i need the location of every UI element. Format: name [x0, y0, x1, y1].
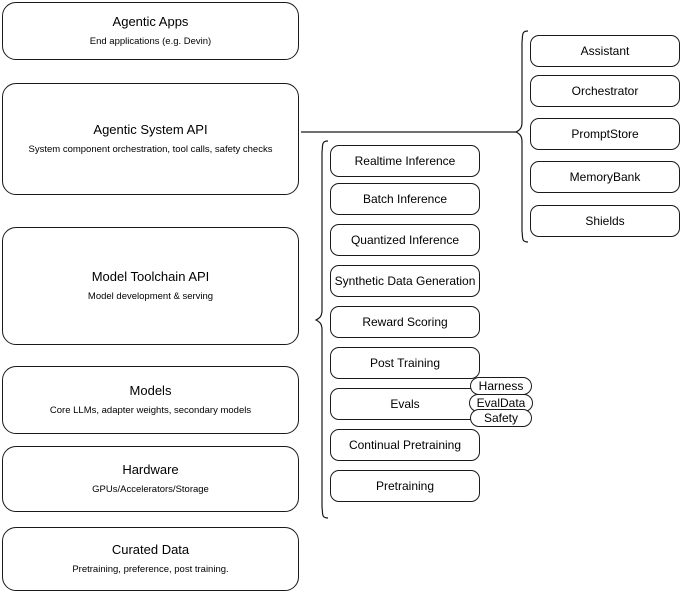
system-item-promptstore[interactable]: PromptStore — [530, 118, 680, 150]
layer-subtitle: Model development & serving — [87, 290, 214, 302]
layer-subtitle: System component orchestration, tool cal… — [28, 143, 273, 155]
layer-title: Agentic Apps — [112, 14, 189, 30]
evals-pill-harness[interactable]: Harness — [470, 377, 532, 395]
brace-system-components — [514, 30, 529, 243]
toolchain-item-evals[interactable]: Evals — [330, 388, 480, 420]
layer-title: Model Toolchain API — [91, 269, 210, 285]
layer-models[interactable]: Models Core LLMs, adapter weights, secon… — [2, 366, 299, 434]
system-item-memorybank[interactable]: MemoryBank — [530, 161, 680, 193]
layer-title: Models — [129, 383, 172, 399]
layer-subtitle: Pretraining, preference, post training. — [72, 563, 229, 575]
toolchain-item-continual-pretraining[interactable]: Continual Pretraining — [330, 429, 480, 461]
layer-title: Agentic System API — [93, 122, 208, 138]
evals-pill-safety[interactable]: Safety — [470, 409, 532, 427]
layer-hardware[interactable]: Hardware GPUs/Accelerators/Storage — [2, 446, 299, 512]
layer-subtitle: GPUs/Accelerators/Storage — [92, 483, 209, 495]
layer-agentic-system-api[interactable]: Agentic System API System component orch… — [2, 83, 299, 195]
layer-title: Hardware — [122, 462, 179, 478]
layer-curated-data[interactable]: Curated Data Pretraining, preference, po… — [2, 527, 299, 591]
toolchain-item-synthetic-data-generation[interactable]: Synthetic Data Generation — [330, 265, 480, 297]
toolchain-item-batch-inference[interactable]: Batch Inference — [330, 183, 480, 215]
brace-toolchain-components — [314, 140, 329, 519]
layer-agentic-apps[interactable]: Agentic Apps End applications (e.g. Devi… — [2, 2, 299, 60]
layer-subtitle: Core LLMs, adapter weights, secondary mo… — [49, 404, 252, 416]
toolchain-item-reward-scoring[interactable]: Reward Scoring — [330, 306, 480, 338]
system-item-shields[interactable]: Shields — [530, 205, 680, 237]
layer-title: Curated Data — [111, 542, 190, 558]
system-item-orchestrator[interactable]: Orchestrator — [530, 75, 680, 107]
toolchain-item-pretraining[interactable]: Pretraining — [330, 470, 480, 502]
layer-subtitle: End applications (e.g. Devin) — [89, 35, 212, 47]
toolchain-item-post-training[interactable]: Post Training — [330, 347, 480, 379]
system-item-assistant[interactable]: Assistant — [530, 35, 680, 67]
toolchain-item-realtime-inference[interactable]: Realtime Inference — [330, 145, 480, 177]
toolchain-item-quantized-inference[interactable]: Quantized Inference — [330, 224, 480, 256]
layer-model-toolchain-api[interactable]: Model Toolchain API Model development & … — [2, 227, 299, 345]
